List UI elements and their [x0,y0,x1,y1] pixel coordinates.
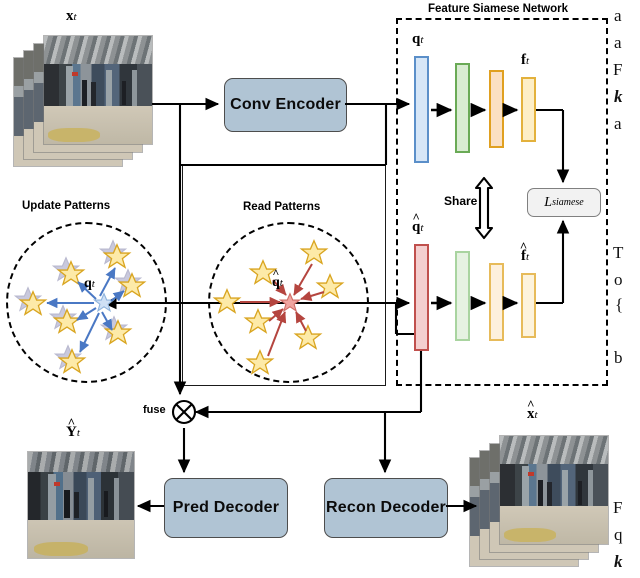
body-text-fragment: q [614,525,623,544]
siamese-bottom-query-bar [414,244,429,351]
body-text-fragment: a [614,6,622,25]
feature-siamese-network-container [396,18,608,386]
siamese-bottom-layer-bar-1 [455,251,470,341]
recon-decoder-box[interactable]: Recon Decoder [324,478,448,538]
update-center-node [93,293,115,312]
body-text-fragment: a [614,114,622,133]
fuse-label: fuse [143,404,166,416]
input-frame-stack [14,36,152,172]
prediction-frame [28,452,134,558]
siamese-top-query-bar [414,56,429,163]
siamese-bottom-feature-label: ^ ft [519,239,530,264]
reconstruction-label: ^ xt [526,397,538,422]
recon-frame-1 [500,436,608,544]
update-patterns-title: Update Patterns [22,200,111,212]
siamese-bottom-query-label: ^ qt [412,210,424,235]
body-text-fragment: o [614,270,623,289]
body-text-fragment: F [613,498,623,517]
conv-encoder-box[interactable]: Conv Encoder [224,78,347,132]
read-pattern-stars [213,240,344,374]
body-text-fragment: k [614,87,623,106]
update-center-label: qt [84,276,95,291]
read-center-label: ^ qt [272,266,283,290]
update-pattern-stars [14,240,146,373]
pred-decoder-box[interactable]: Pred Decoder [164,478,288,538]
loss-subscript: siamese [552,197,584,208]
body-text-fragment: T [613,243,624,262]
siamese-top-feature-bar [521,77,536,142]
body-text-fragment: k [614,552,623,571]
loss-symbol: L [544,194,553,210]
feature-siamese-network-title: Feature Siamese Network [428,3,568,15]
share-double-arrow [474,176,494,240]
reconstruction-frame-stack [470,436,610,572]
input-stack-label: xt [66,8,77,24]
input-frame-1 [44,36,152,144]
siamese-top-feature-label: ft [521,52,530,68]
body-text-fragment: { [615,295,624,314]
siamese-top-query-label: qt [412,31,424,47]
siamese-bottom-feature-bar [521,273,536,338]
prediction-label: ^ Yt [66,415,80,440]
body-text-fragment: a [614,33,622,52]
body-text-fragment: b [614,348,623,367]
siamese-top-layer-bar-1 [455,63,470,153]
read-center-node [279,293,301,312]
body-text-fragment: F [613,60,623,79]
share-label: Share [444,194,478,208]
read-patterns-title: Read Patterns [243,201,321,213]
